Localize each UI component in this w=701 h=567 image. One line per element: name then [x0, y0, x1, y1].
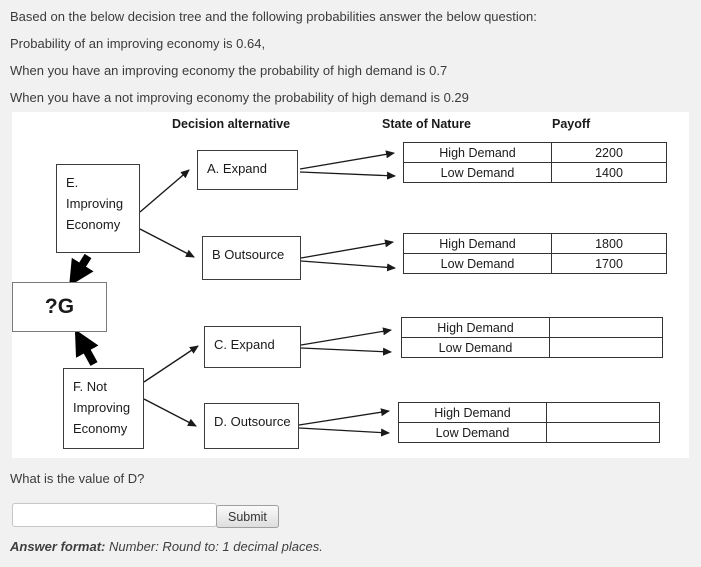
- answer-format-text: Number: Round to: 1 decimal places.: [105, 539, 323, 554]
- node-label: B Outsource: [212, 247, 285, 262]
- state-cell: High Demand: [402, 318, 550, 337]
- table-row: Low Demand 1700: [404, 253, 666, 273]
- submit-button[interactable]: Submit: [216, 505, 279, 528]
- column-header-payoff: Payoff: [552, 117, 591, 131]
- decision-tree-arrows: [69, 150, 396, 437]
- payoff-cell: 1700: [595, 256, 623, 271]
- table-row: Low Demand: [402, 337, 662, 357]
- arrow-d-to-high-demand: [298, 408, 390, 426]
- payoff-table-b: High Demand 1800 Low Demand 1700: [403, 233, 667, 274]
- arrow-e-to-a: [139, 169, 190, 213]
- arrow-a-to-low-demand: [299, 171, 396, 180]
- payoff-cell: [547, 403, 659, 422]
- table-row: High Demand 2200: [404, 143, 666, 162]
- node-g-question: ?G: [12, 282, 107, 332]
- payoff-cell: 2200: [595, 145, 623, 160]
- node-c-expand: C. Expand: [204, 326, 301, 368]
- node-label: C. Expand: [214, 337, 275, 352]
- node-a-expand: A. Expand: [197, 150, 298, 190]
- node-improving-economy: E. Improving Economy: [56, 164, 140, 253]
- node-label: Economy: [66, 217, 121, 232]
- answer-format-label: Answer format:: [10, 539, 106, 554]
- decision-tree-panel: Decision alternative State of Nature Pay…: [12, 112, 689, 458]
- payoff-table-a: High Demand 2200 Low Demand 1400: [403, 142, 667, 183]
- payoff-cell: [550, 338, 662, 357]
- node-label: Economy: [73, 421, 128, 436]
- table-row: Low Demand 1400: [404, 162, 666, 182]
- payoff-table-c: High Demand Low Demand: [401, 317, 663, 358]
- arrow-f-to-c: [143, 345, 199, 383]
- state-cell: High Demand: [399, 403, 547, 422]
- table-row: High Demand 1800: [404, 234, 666, 253]
- answer-input[interactable]: [12, 503, 217, 527]
- node-d-outsource: D. Outsource: [204, 403, 299, 449]
- payoff-cell: [550, 318, 662, 337]
- state-cell: Low Demand: [399, 423, 547, 442]
- payoff-cell: [547, 423, 659, 442]
- node-label: A. Expand: [207, 161, 267, 176]
- node-label: E.: [66, 175, 79, 190]
- arrow-d-to-low-demand: [298, 427, 390, 437]
- question-text: What is the value of D?: [10, 471, 145, 486]
- arrow-a-to-high-demand: [299, 150, 395, 170]
- arrow-b-to-low-demand: [300, 260, 396, 272]
- state-cell: Low Demand: [402, 338, 550, 357]
- column-header-state-of-nature: State of Nature: [382, 117, 471, 131]
- node-not-improving-economy: F. Not Improving Economy: [63, 368, 144, 449]
- node-b-outsource: B Outsource: [202, 236, 301, 280]
- intro-line: When you have a not improving economy th…: [10, 90, 469, 105]
- node-label: Improving: [73, 400, 131, 415]
- payoff-table-d: High Demand Low Demand: [398, 402, 660, 443]
- answer-format-note: Answer format: Number: Round to: 1 decim…: [10, 539, 323, 554]
- state-cell: High Demand: [404, 143, 552, 162]
- state-cell: Low Demand: [404, 163, 552, 182]
- node-label: ?G: [44, 295, 75, 318]
- node-label: F. Not: [73, 379, 107, 394]
- table-row: Low Demand: [399, 422, 659, 442]
- state-cell: High Demand: [404, 234, 552, 253]
- table-row: High Demand: [402, 318, 662, 337]
- intro-line: Based on the below decision tree and the…: [10, 9, 537, 24]
- table-row: High Demand: [399, 403, 659, 422]
- arrow-e-to-g-thick: [69, 253, 94, 287]
- intro-line: Probability of an improving economy is 0…: [10, 36, 266, 51]
- arrow-c-to-high-demand: [300, 327, 392, 346]
- arrow-c-to-low-demand: [300, 347, 392, 356]
- intro-line: When you have an improving economy the p…: [10, 63, 448, 78]
- arrow-f-to-d: [143, 398, 197, 427]
- payoff-cell: 1400: [595, 165, 623, 180]
- node-label: Improving: [66, 196, 124, 211]
- arrow-f-to-g-thick: [74, 329, 99, 366]
- state-cell: Low Demand: [404, 254, 552, 273]
- arrow-b-to-high-demand: [300, 239, 394, 259]
- node-label: D. Outsource: [214, 414, 291, 429]
- arrow-e-to-b: [139, 228, 195, 258]
- payoff-cell: 1800: [595, 236, 623, 251]
- column-header-decision-alternative: Decision alternative: [172, 117, 291, 131]
